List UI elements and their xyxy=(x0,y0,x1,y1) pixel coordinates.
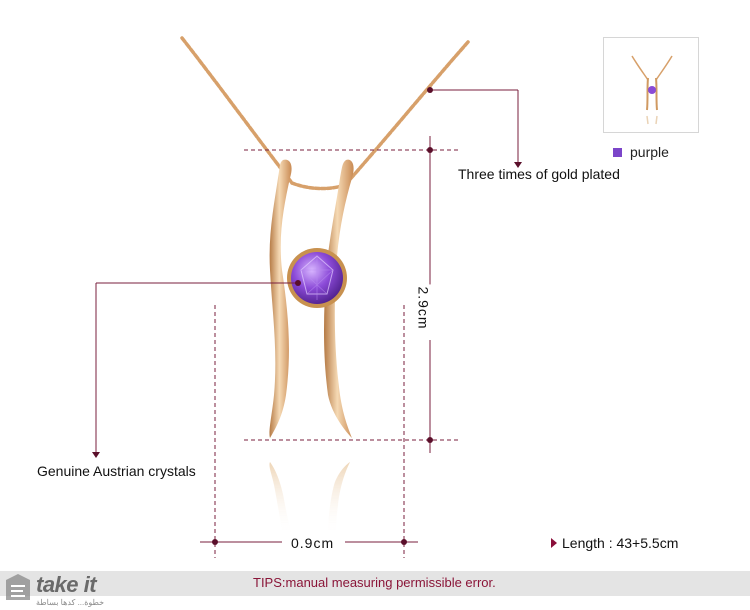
tips-bar xyxy=(0,571,750,596)
pendant-thumbnail-icon xyxy=(631,55,673,125)
tips-text: TIPS:manual measuring permissible error. xyxy=(253,575,496,590)
pendant-reflection xyxy=(269,462,350,535)
triangle-marker-icon xyxy=(551,538,557,548)
watermark-tagline: خطوة... كدها بساطة xyxy=(36,598,105,607)
height-dimension-label: 2.9cm xyxy=(415,284,432,332)
guide-endpoints xyxy=(92,87,522,545)
pendant-frame xyxy=(269,159,354,439)
color-option[interactable]: purple xyxy=(613,144,669,160)
watermark-logo-icon xyxy=(6,574,30,600)
purple-swatch-icon xyxy=(613,147,622,157)
watermark-brand: take it xyxy=(36,572,97,597)
chain-length: Length : 43+5.5cm xyxy=(551,535,678,551)
width-dimension-label: 0.9cm xyxy=(288,535,338,551)
color-thumbnail[interactable] xyxy=(603,37,699,133)
plating-label: Three times of gold plated xyxy=(458,166,620,182)
chain-length-text: Length : 43+5.5cm xyxy=(562,535,679,551)
chain xyxy=(180,36,470,191)
purple-crystal xyxy=(287,248,347,308)
color-option-name: purple xyxy=(630,144,669,160)
dimension-guides xyxy=(95,89,519,558)
crystal-label: Genuine Austrian crystals xyxy=(37,463,196,479)
